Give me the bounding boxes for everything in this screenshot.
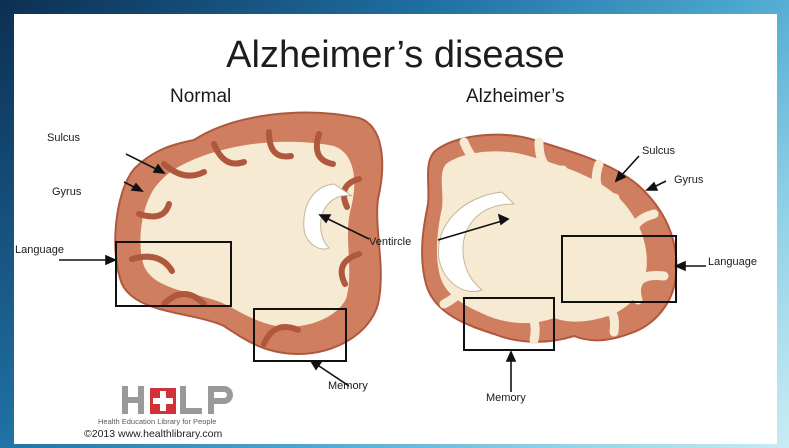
help-tagline: Health Education Library for People — [98, 417, 216, 426]
help-logo — [122, 384, 282, 418]
help-logo-mark — [122, 384, 282, 418]
normal-brain — [115, 113, 382, 361]
arrow-language-left-head — [106, 256, 115, 264]
gyrus-label-right: Gyrus — [674, 174, 703, 186]
brain-comparison-illustration — [14, 14, 777, 444]
gyrus-label-left: Gyrus — [52, 186, 81, 198]
language-label-right: Language — [708, 256, 757, 268]
diagram-panel: Alzheimer’s disease Normal Alzheimer’s — [14, 14, 777, 444]
ventricle-label: Ventircle — [369, 236, 411, 248]
memory-label-left: Memory — [328, 380, 368, 392]
language-label-left: Language — [15, 244, 64, 256]
arrow-memory-right-head — [507, 352, 515, 361]
memory-label-right: Memory — [486, 392, 526, 404]
arrow-memory-left-head — [311, 361, 321, 369]
alzheimers-brain — [422, 135, 676, 350]
copyright-notice: ©2013 www.healthlibrary.com — [84, 428, 222, 440]
sulcus-label-left: Sulcus — [47, 132, 80, 144]
arrow-gyrus-right-head — [647, 183, 657, 190]
arrow-sulcus-right — [620, 156, 639, 177]
sulcus-label-right: Sulcus — [642, 145, 675, 157]
